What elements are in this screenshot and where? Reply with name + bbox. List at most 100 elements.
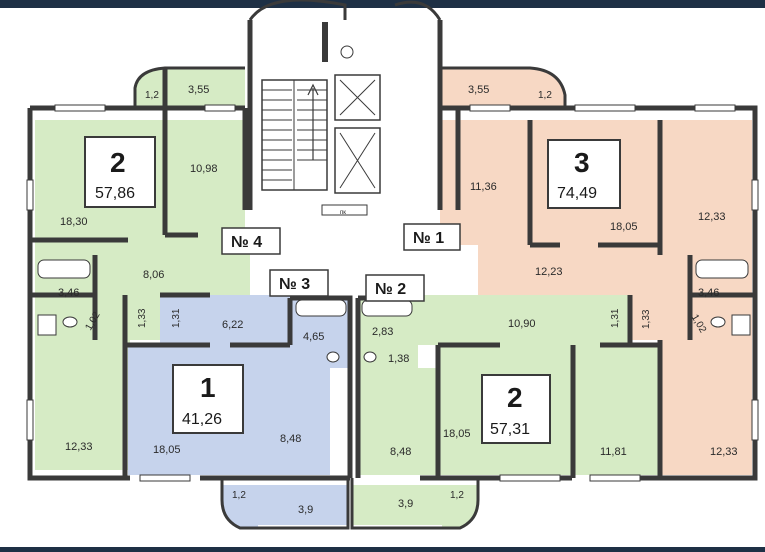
shower-icon (37, 314, 57, 336)
room-area: 8,48 (280, 433, 301, 445)
shaft-symbol (340, 45, 354, 59)
entry-labels: № 4 № 1 № 3 № 2 (221, 223, 461, 302)
balcony-right-top (440, 66, 567, 108)
balcony-outlines (133, 0, 567, 530)
apt-area: 57,31 (490, 421, 530, 438)
window (54, 104, 106, 112)
shower-icon (731, 314, 751, 336)
room-fill (165, 68, 245, 108)
window (574, 104, 636, 112)
toilet-icon (62, 316, 78, 328)
window (499, 474, 561, 482)
bathtub-icon (695, 259, 749, 279)
apt-badge-right-top: 3 74,49 (547, 139, 621, 209)
bathtub-icon (37, 259, 91, 279)
room-area: 3,9 (298, 504, 313, 516)
stair-wall (322, 22, 328, 62)
elevator-cross (339, 132, 376, 189)
fixtures (37, 259, 751, 363)
toilet-icon (710, 316, 726, 328)
apt-area: 57,86 (95, 185, 135, 202)
room-area: 3,46 (698, 287, 719, 299)
window (469, 104, 511, 112)
room-fill (268, 345, 330, 475)
room-area: 1,2 (538, 90, 552, 101)
room-area: 12,33 (698, 211, 726, 223)
entry-n3: № 3 (269, 269, 329, 297)
room-area: 6,22 (222, 319, 243, 331)
balcony-bottom-right (350, 478, 480, 530)
room-area: 1,2 (145, 90, 159, 101)
stair-steps (262, 80, 327, 190)
toilet-icon (363, 351, 377, 363)
balcony-bottom-left (220, 478, 350, 530)
room-area: 10,98 (190, 163, 218, 175)
window (139, 474, 191, 482)
apt-badge-center-left: 1 41,26 (172, 364, 244, 434)
wall (290, 295, 353, 478)
apt-badge-left-top: 2 57,86 (84, 136, 156, 208)
windows (26, 104, 759, 482)
room-area: 18,05 (610, 221, 638, 233)
room-area: 12,33 (710, 446, 738, 458)
window (204, 104, 236, 112)
room-area: 1,31 (610, 308, 621, 328)
room-fill (440, 68, 530, 108)
entry-n2: № 2 (365, 274, 425, 302)
balcony-left-top (133, 66, 245, 108)
room-fill (418, 295, 630, 345)
room-area: 1,31 (171, 308, 182, 328)
room-area: 1,2 (232, 490, 246, 501)
elevator-cross (339, 79, 376, 116)
room-area: 2,83 (372, 326, 393, 338)
stair-core: пк (261, 22, 381, 216)
room-area: 1,2 (450, 490, 464, 501)
room-area: 3,55 (468, 84, 489, 96)
stair-arrow (307, 83, 319, 160)
apartment-badges: 2 57,86 3 74,49 1 41,26 2 57,31 (84, 136, 621, 444)
entry-label: № 1 (413, 230, 444, 247)
room-fill (258, 485, 348, 525)
window (694, 104, 736, 112)
entry-label: № 2 (375, 281, 406, 298)
window (26, 179, 34, 211)
room-fill (160, 295, 290, 345)
room-fill (165, 120, 245, 240)
entry-n1: № 1 (403, 223, 461, 251)
window (26, 399, 34, 441)
apt-rooms: 1 (200, 372, 216, 403)
bathtub-icon (295, 299, 347, 317)
room-area: 12,23 (535, 266, 563, 278)
room-fill (135, 68, 165, 108)
room-area: 1,38 (388, 353, 409, 365)
apt-area: 74,49 (557, 185, 597, 202)
stair-sign: пк (340, 210, 346, 216)
room-fill (660, 120, 752, 255)
wall (27, 108, 130, 481)
apt-rooms: 2 (110, 147, 126, 178)
room-fill (222, 485, 258, 528)
window (751, 179, 759, 211)
room-area: 3,46 (58, 287, 79, 299)
room-area: 18,05 (443, 428, 471, 440)
stair-sign-box (321, 204, 368, 216)
room-area: 18,30 (60, 216, 88, 228)
apt-rooms: 2 (507, 382, 523, 413)
walls (27, 20, 758, 481)
window (751, 399, 759, 441)
room-fill (442, 485, 478, 528)
apt-area: 41,26 (182, 411, 222, 428)
entry-n4: № 4 (221, 227, 281, 255)
toilet-icon (326, 351, 340, 363)
room-area: 10,90 (508, 318, 536, 330)
room-area: 11,36 (470, 181, 497, 193)
room-fill (660, 340, 752, 475)
room-area: 18,05 (153, 444, 181, 456)
room-fill (358, 368, 438, 475)
stair-top-curve (248, 0, 347, 21)
room-area: 12,33 (65, 441, 93, 453)
entry-label: № 3 (279, 276, 310, 293)
room-fill (130, 295, 160, 340)
apt-badge-center-right: 2 57,31 (481, 374, 551, 444)
